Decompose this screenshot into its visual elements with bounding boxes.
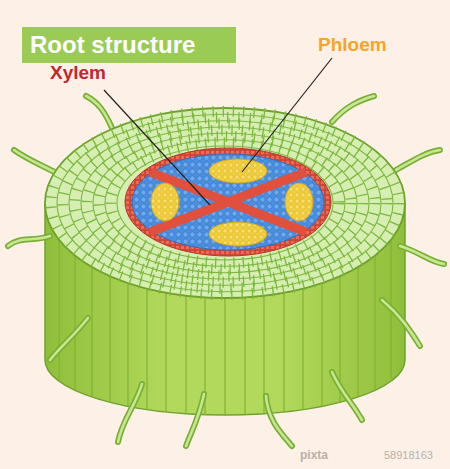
cell-row	[87, 130, 363, 276]
leader-lines	[104, 58, 332, 205]
leader-line	[104, 90, 210, 205]
root-hair	[50, 318, 88, 360]
root-hair	[50, 318, 88, 360]
pericycle	[125, 148, 331, 256]
part-label: Xylem	[50, 62, 106, 84]
root-hair	[118, 384, 142, 442]
cell-ring	[57, 114, 393, 291]
root-hair	[8, 236, 50, 246]
title-banner: Root structure	[22, 27, 236, 63]
phloem-patch	[209, 159, 267, 183]
cell-ring	[117, 146, 333, 260]
root-hair	[382, 300, 420, 346]
root-hair	[266, 396, 292, 446]
root-hairs	[8, 96, 444, 446]
root-hair	[332, 96, 374, 122]
cell-ring	[105, 140, 345, 267]
root-hair	[86, 96, 112, 128]
vascular-tissue	[132, 154, 324, 250]
cell-row	[99, 137, 351, 270]
phloem-patch	[285, 183, 313, 221]
root-hair	[396, 150, 440, 170]
root-hair	[8, 236, 50, 246]
part-label: Phloem	[318, 34, 387, 56]
cell-row	[75, 124, 375, 282]
cell-row	[51, 111, 399, 295]
watermark: 58918163	[384, 449, 433, 461]
cell-row	[63, 118, 387, 289]
root-hair	[86, 96, 112, 128]
leader-line	[242, 58, 332, 172]
cell-ring	[93, 133, 357, 272]
root-hair	[400, 246, 444, 264]
root-hair	[382, 300, 420, 346]
cell-ring	[81, 127, 369, 279]
root-hair	[332, 372, 362, 420]
phloem-groups	[151, 159, 313, 246]
root-hair	[396, 150, 440, 170]
root-hair	[118, 384, 142, 442]
cortex-cells	[51, 111, 399, 295]
root-hair	[332, 96, 374, 122]
hair-highlights	[8, 96, 444, 446]
root-hair	[186, 394, 204, 446]
cross-section	[45, 108, 405, 298]
root-hair	[186, 394, 204, 446]
root-hair	[400, 246, 444, 264]
phloem-patch	[209, 222, 267, 246]
hair-outlines	[8, 96, 444, 446]
root-hair	[332, 372, 362, 420]
phloem-patch	[151, 183, 179, 221]
watermark: pixta	[300, 448, 328, 462]
root-hair	[266, 396, 292, 446]
cell-row	[111, 143, 339, 263]
cell-ring	[69, 121, 381, 286]
